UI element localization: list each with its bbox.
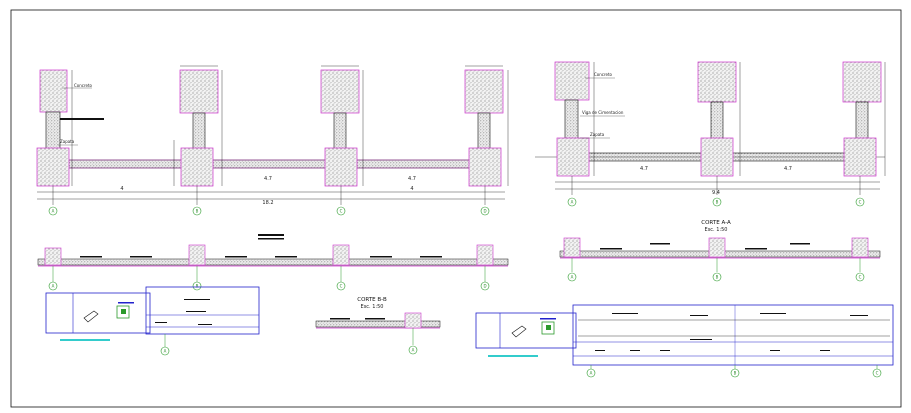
axis-markers-detail-right: A B C	[586, 368, 882, 378]
footing-c	[324, 147, 358, 187]
column-group-a	[36, 69, 70, 187]
footing-d	[468, 147, 502, 187]
sec-axis-c: C	[340, 284, 343, 289]
detail-left-frame	[45, 292, 151, 334]
detail-right-axis-c: C	[876, 371, 879, 376]
section-footing-a	[44, 247, 62, 266]
sec-axis-a: A	[52, 284, 55, 289]
column-group-c	[320, 69, 360, 187]
section-bb-footing	[404, 312, 422, 329]
dim-label-2: 4.7	[264, 176, 272, 182]
section-left: A B C D	[37, 234, 509, 291]
section-bb-axis: A	[412, 348, 415, 353]
column-top-a	[39, 69, 68, 113]
axis-right-b: B	[716, 200, 719, 205]
axis-markers-section-left: A B C D	[48, 281, 490, 291]
footing-right-c	[843, 137, 877, 177]
section-bb: CORTE B-B Esc. 1:50 A	[315, 297, 441, 355]
dim-label-right-1: 4.7	[640, 166, 648, 172]
detail-right-axis-a: A	[590, 371, 593, 376]
aa-axis-c: C	[859, 275, 862, 280]
axis-label-a: A	[52, 209, 55, 214]
section-aa-scale: Esc. 1:50	[705, 227, 728, 233]
axis-markers-plan-right: A B C	[567, 197, 865, 207]
note-concreto-right: Concreto	[594, 72, 613, 77]
column-top-b	[179, 69, 219, 114]
detail-right-axis-b: B	[734, 371, 737, 376]
aa-axis-b: B	[716, 275, 719, 280]
section-bb-slab	[315, 320, 441, 328]
section-footing-c	[332, 244, 350, 266]
dim-label-right-2: 4.7	[784, 166, 792, 172]
column-top-c	[320, 69, 360, 114]
section-slab	[37, 258, 509, 266]
section-aa-footing-c	[851, 237, 869, 258]
grade-beam	[49, 159, 491, 169]
column-top-d	[464, 69, 504, 114]
total-dim-right: 9.4	[712, 190, 720, 196]
plan-left: 4 4.7 4.7 4 18.2 Concreto Zapata A B C D	[36, 65, 509, 216]
dim-label-4: 4	[410, 186, 413, 192]
section-footing-d	[476, 244, 494, 266]
detail-left-table	[145, 286, 260, 335]
column-top-right-a	[554, 61, 590, 101]
section-bb-scale: Esc. 1:50	[361, 304, 384, 310]
axis-right-c: C	[859, 200, 862, 205]
axis-right-a: A	[571, 200, 574, 205]
section-bb-title: CORTE B-B	[357, 297, 387, 303]
detail-right-icon	[541, 321, 555, 335]
note-zapata-right: Zapata	[590, 132, 605, 137]
note-bar	[60, 118, 104, 120]
column-top-right-c	[842, 61, 882, 103]
axis-markers-section-aa: A B C	[567, 272, 865, 282]
sheet-border	[10, 9, 902, 408]
axis-markers-plan-left: A B C D	[48, 206, 490, 216]
detail-left: A	[45, 286, 260, 356]
axis-label-b: B	[196, 209, 199, 214]
axis-label-d: D	[483, 209, 486, 214]
detail-right-frame	[475, 312, 577, 349]
section-aa-footing-b	[708, 237, 726, 258]
section-aa: CORTE A-A Esc. 1:50 A B C	[559, 220, 881, 282]
dim-label-3: 4.7	[408, 176, 416, 182]
note-viga-right: Viga de Cimentacion	[582, 110, 624, 115]
footing-a	[36, 147, 70, 187]
section-footing-b	[188, 244, 206, 266]
note-zapata: Zapata	[60, 139, 75, 144]
sec-axis-b: B	[196, 284, 199, 289]
aa-axis-a: A	[571, 275, 574, 280]
column-group-b	[179, 69, 219, 187]
plan-right: 4.7 4.7 9.4 Concreto Viga de Cimentacion…	[535, 61, 886, 207]
footing-right-b	[700, 137, 734, 177]
footing-right-a	[556, 137, 590, 177]
axis-label-c: C	[340, 209, 343, 214]
column-group-d	[464, 69, 504, 187]
section-aa-title: CORTE A-A	[701, 220, 731, 226]
dim-label-1: 4	[120, 186, 123, 192]
detail-right: A B C	[475, 304, 894, 378]
column-top-right-b	[697, 61, 737, 103]
total-dim-label: 18.2	[262, 200, 273, 206]
sec-axis-d: D	[483, 284, 486, 289]
note-concreto: Concreto	[74, 83, 93, 88]
section-aa-footing-a	[563, 237, 581, 258]
detail-left-icon	[116, 305, 130, 319]
detail-left-axis: A	[164, 349, 167, 354]
detail-right-table	[572, 304, 894, 366]
footing-b	[180, 147, 214, 187]
